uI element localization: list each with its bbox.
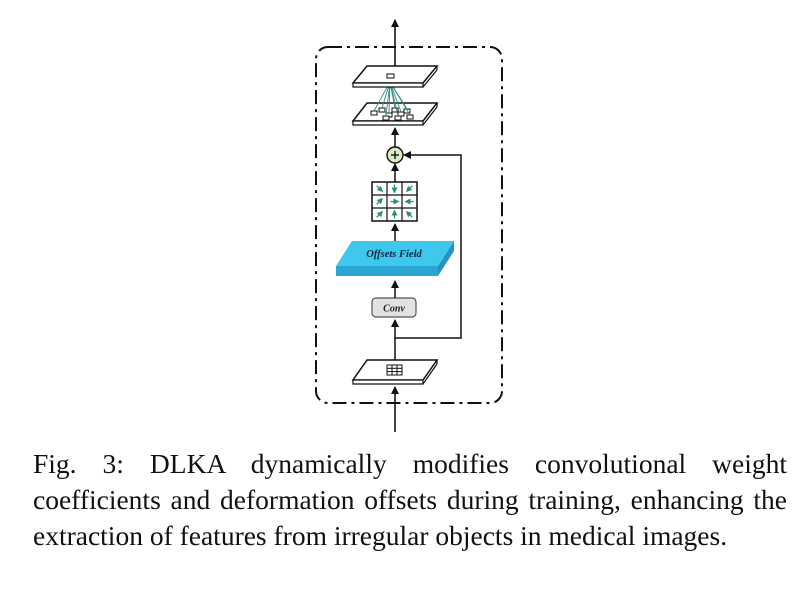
offset-vector-arrow (405, 185, 413, 193)
output-feature-plane (351, 65, 439, 88)
sampled-feature-plane (351, 102, 439, 126)
deformable-offset-grid (371, 181, 418, 222)
conv-label: Conv (383, 304, 405, 315)
offsets-field-slab: Offsets Field (336, 241, 454, 276)
dlka-diagram: Conv Offsets Field (315, 19, 503, 432)
kernel-grid-icon (386, 364, 403, 376)
figure-caption: Fig. 3: DLKA dynamically modifies convol… (33, 448, 787, 551)
residual-skip-connection (395, 151, 462, 339)
conv-block: Conv (371, 297, 417, 318)
offset-vector-arrow (376, 197, 384, 205)
offset-vector-arrow (376, 210, 384, 218)
offsets-field-label: Offsets Field (366, 249, 422, 260)
add-node (386, 146, 404, 164)
offset-vector-arrow (376, 185, 384, 193)
input-feature-plane (351, 359, 439, 385)
dlka-module-frame (315, 46, 503, 404)
offset-vector-arrow (405, 210, 413, 218)
